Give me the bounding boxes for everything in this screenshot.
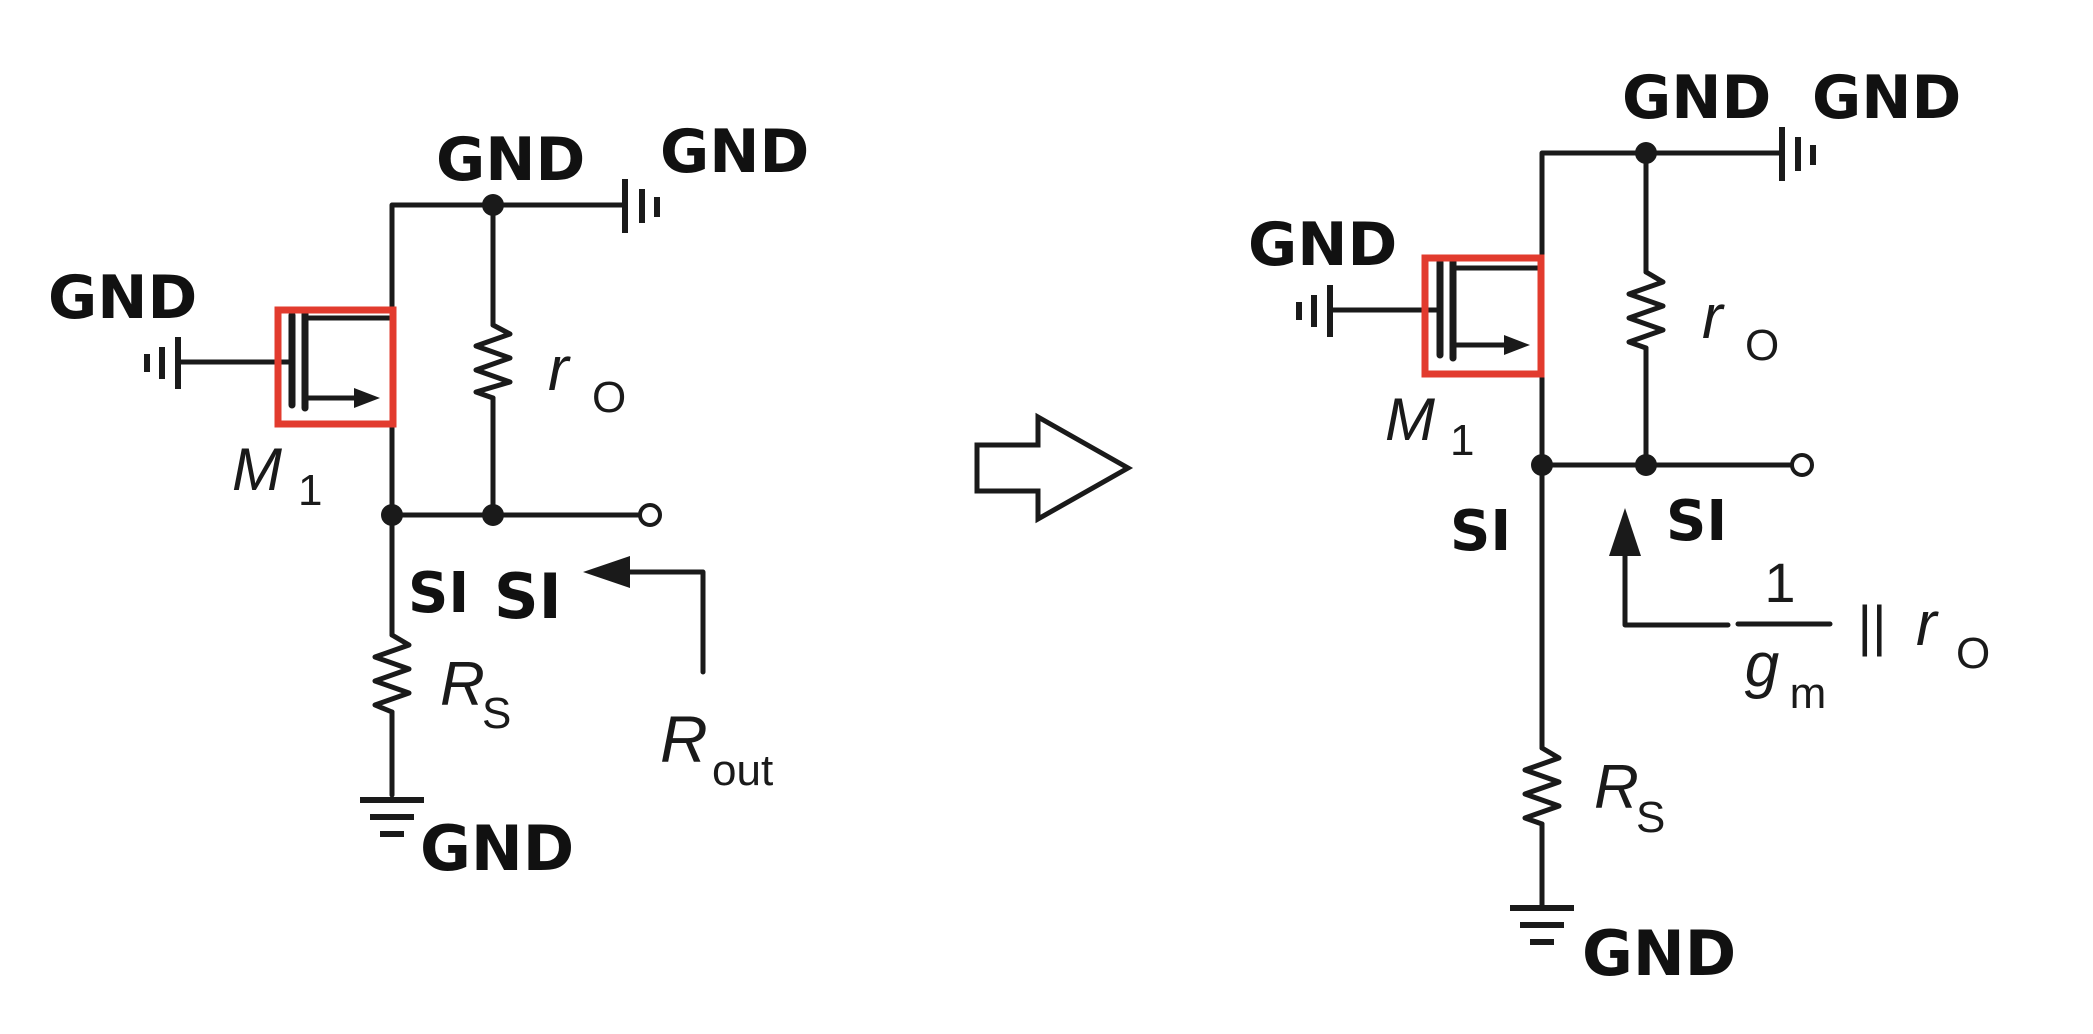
left-gnd-gate-label: GND: [48, 263, 197, 333]
left-m1-label: M: [232, 436, 282, 503]
left-circuit: GND GND GND GND M 1 r O R S SI SI R out: [48, 117, 809, 885]
left-gnd-top-right-label: GND: [660, 117, 809, 187]
right-transistor-highlight: [1421, 254, 1545, 378]
left-m1-subscript: 1: [298, 466, 322, 515]
right-m1-subscript: 1: [1450, 416, 1474, 465]
left-node-a-label: SI: [408, 561, 469, 626]
right-node-b-label: SI: [1666, 489, 1727, 554]
left-node-output: [482, 504, 504, 526]
right-expr-numerator: 1: [1764, 551, 1795, 614]
left-node-source: [381, 504, 403, 526]
right-ro-subscript: O: [1745, 321, 1779, 370]
left-rout-arrowhead: [583, 556, 630, 588]
right-expr-parallel: ||: [1857, 594, 1886, 657]
right-rs-subscript: S: [1636, 793, 1665, 842]
left-ro-resistor: [473, 322, 513, 401]
left-rout-arrow: [622, 569, 706, 675]
right-expr-denominator-subscript: m: [1790, 669, 1827, 718]
right-ro-resistor: [1626, 269, 1666, 351]
right-output-terminal: [1790, 453, 1814, 477]
right-transistor-m1: [1421, 254, 1545, 378]
left-rs-subscript: S: [482, 689, 511, 738]
right-node-source: [1531, 454, 1553, 476]
hollow-right-arrow-icon: [974, 412, 1134, 524]
left-ground-symbol-top: [622, 179, 660, 233]
right-node-output: [1635, 454, 1657, 476]
right-ground-symbol-gate: [1296, 285, 1333, 337]
left-rout-label: R: [660, 702, 708, 776]
right-ground-symbol-top: [1779, 127, 1816, 181]
left-gnd-top-node-label: GND: [436, 125, 585, 195]
right-expr-denominator: g: [1745, 631, 1779, 700]
right-rs-resistor: [1522, 745, 1562, 827]
right-m1-label: M: [1385, 386, 1435, 453]
left-transistor-m1: [274, 306, 397, 428]
left-gnd-bottom-label: GND: [420, 812, 574, 885]
right-gnd-gate-label: GND: [1248, 210, 1397, 280]
right-node-a-label: SI: [1450, 499, 1511, 564]
right-expr-ro: r: [1916, 590, 1939, 659]
left-transistor-highlight: [274, 306, 397, 428]
left-output-terminal: [638, 503, 662, 527]
right-ground-symbol-bottom: [1510, 905, 1574, 945]
right-rs-label: R: [1594, 753, 1639, 822]
right-gnd-top-node-label: GND: [1622, 63, 1771, 133]
right-ro-label: r: [1702, 283, 1725, 352]
right-node-top: [1635, 142, 1657, 164]
right-impedance-arrow: [1622, 545, 1731, 628]
right-impedance-arrowhead: [1609, 508, 1641, 556]
left-node-top: [482, 194, 504, 216]
left-ground-symbol-gate: [144, 337, 181, 389]
right-gnd-bottom-label: GND: [1582, 917, 1736, 990]
left-ro-label: r: [548, 335, 571, 404]
left-rs-label: R: [440, 650, 485, 719]
left-ro-subscript: O: [592, 373, 626, 422]
left-ground-symbol-bottom: [360, 797, 424, 837]
right-expr-ro-subscript: O: [1956, 629, 1990, 678]
left-rout-subscript: out: [712, 746, 773, 795]
right-circuit: GND GND GND GND M 1 r O R S SI SI 1 g m …: [1248, 63, 1990, 990]
right-gnd-top-right-label: GND: [1812, 63, 1961, 133]
left-node-b-label: SI: [494, 560, 562, 633]
left-rs-resistor: [372, 632, 412, 715]
